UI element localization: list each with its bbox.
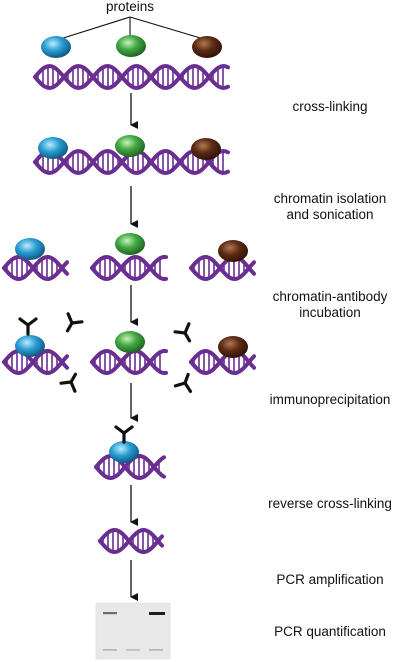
gel-band-3 (103, 649, 117, 651)
protein-blue (41, 36, 71, 58)
protein-brown-fragment (218, 336, 248, 358)
row-sonicated-fragments (2, 233, 256, 282)
antibody-2 (65, 312, 84, 333)
gel-band-5 (149, 649, 163, 651)
protein-brown (192, 36, 222, 58)
antibody-3 (59, 372, 78, 393)
protein-green-fragment (115, 233, 145, 255)
row-antibody-incubation (2, 312, 256, 393)
protein-blue-fragment (15, 335, 45, 357)
antibody-bound (114, 425, 134, 444)
pcr-gel-image (95, 602, 171, 660)
row-free-proteins (33, 35, 230, 91)
gel-band-4 (126, 649, 140, 651)
protein-green-bound (115, 135, 145, 157)
gel-band-1 (103, 612, 117, 615)
step-label-pcr-quantification: PCR quantification (274, 624, 386, 639)
antibody-1 (18, 317, 38, 336)
gel-band-2 (149, 612, 165, 615)
proteins-label: proteins (106, 0, 154, 14)
antibody-4 (173, 322, 192, 343)
step-label-immunoprecipitation: immunoprecipitation (270, 392, 391, 407)
row-cross-linked (33, 135, 230, 176)
protein-blue-fragment (15, 238, 45, 260)
dna-fragment-3 (189, 255, 256, 281)
step-label-antibody-incubation-line1: chromatin-antibody (273, 289, 388, 304)
step-labels: cross-linking chromatin isolation and so… (268, 99, 392, 639)
step-label-chromatin-isolation-line2: and sonication (286, 207, 373, 222)
protein-brown-bound (191, 138, 221, 160)
antibody-5 (173, 372, 193, 393)
dna-fragment-1 (2, 255, 69, 281)
protein-green (116, 35, 146, 57)
dna-fragment-2 (90, 254, 168, 282)
protein-green-fragment (115, 331, 145, 353)
dna-fragment-2 (90, 348, 168, 376)
protein-pointer-lines (56, 16, 208, 41)
step-label-pcr-amplification: PCR amplification (276, 572, 383, 587)
step-label-chromatin-isolation-line1: chromatin isolation (274, 191, 387, 206)
step-label-cross-linking: cross-linking (292, 99, 367, 114)
protein-brown-fragment (218, 240, 248, 262)
dna-fragment-3 (189, 349, 256, 375)
protein-blue-bound (38, 137, 68, 159)
dna-fragment-released (98, 528, 164, 554)
protein-blue-precipitated (109, 441, 139, 463)
step-label-reverse-cross-linking: reverse cross-linking (268, 496, 392, 511)
row-immunoprecipitated (94, 425, 166, 480)
row-released-dna (98, 528, 164, 554)
step-label-antibody-incubation-line2: incubation (299, 305, 361, 320)
dna-strand (33, 63, 230, 91)
